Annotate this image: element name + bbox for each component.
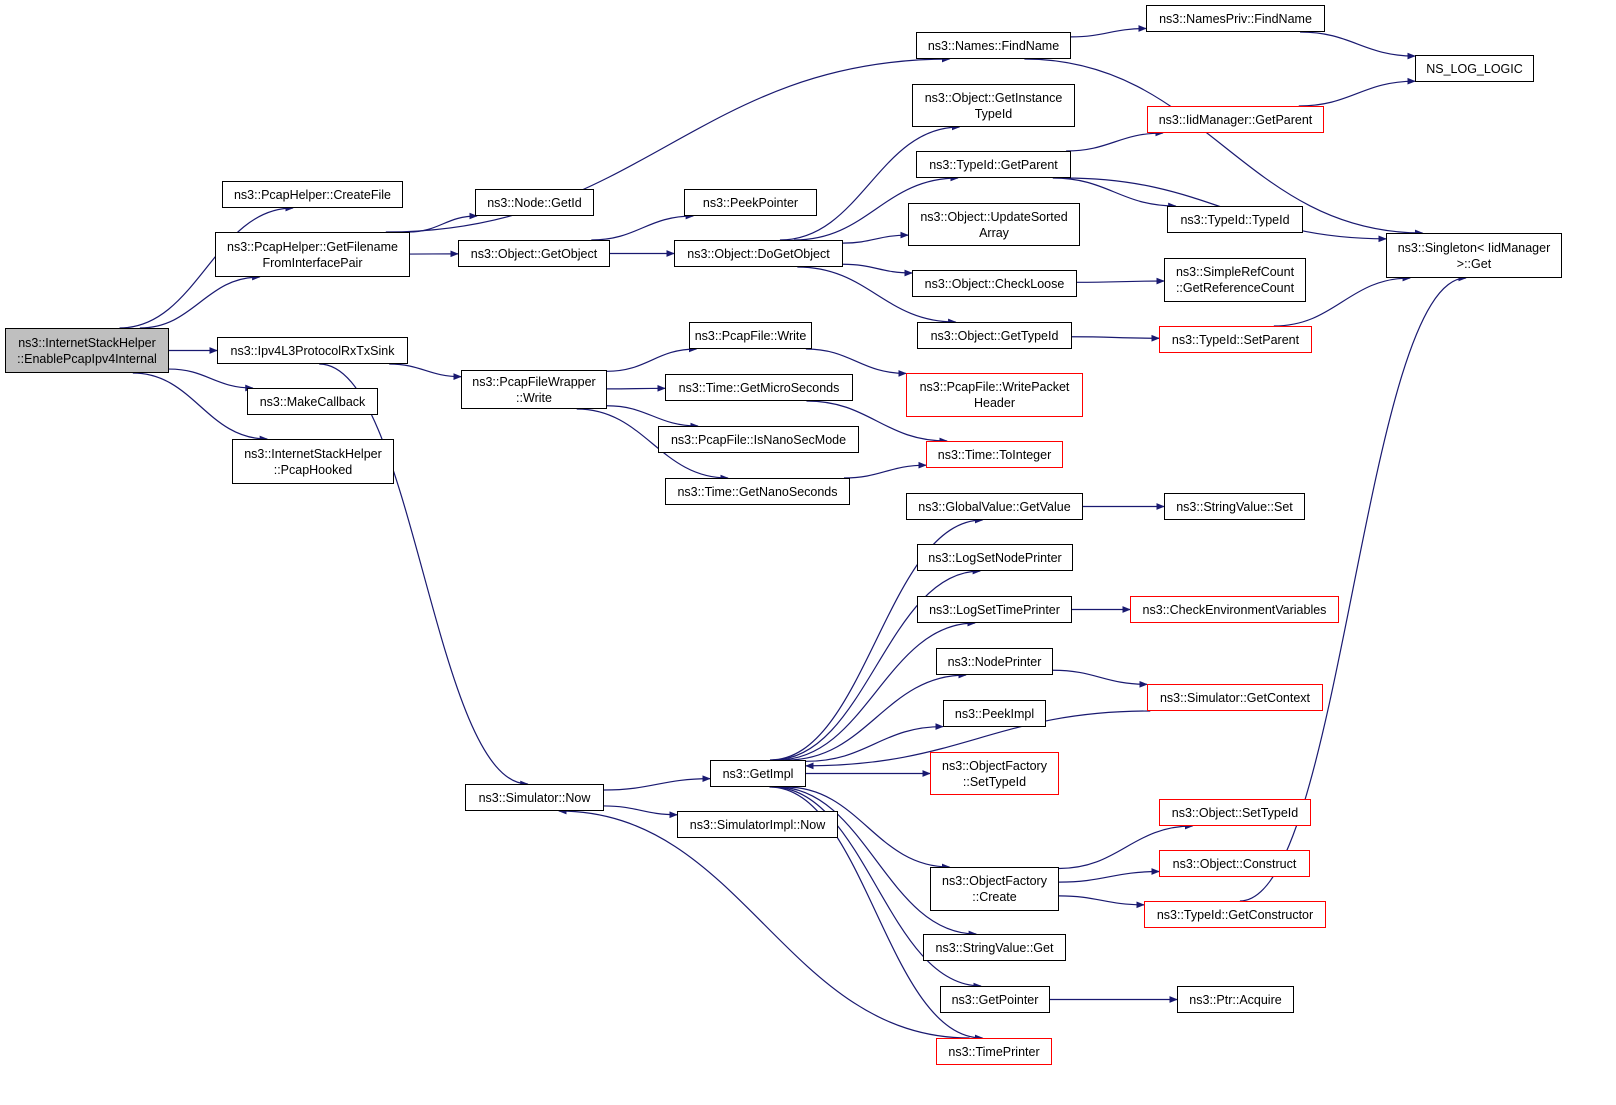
edge-simGetContext-to-getImpl — [805, 710, 1151, 770]
edge-doGetObject-to-typeIdGetParent — [794, 174, 959, 241]
node-peek-impl[interactable]: ns3::PeekImpl — [943, 700, 1046, 727]
edge-root-to-createFile — [119, 204, 294, 329]
edge-objFactoryCreate-to-objSetTypeId — [1058, 822, 1194, 870]
edge-objFactoryCreate-to-objConstruct — [1058, 868, 1160, 883]
node-update-sorted[interactable]: ns3::Object::UpdateSorted Array — [908, 203, 1080, 246]
node-get-pointer[interactable]: ns3::GetPointer — [940, 986, 1050, 1013]
node-obj-factory-create[interactable]: ns3::ObjectFactory ::Create — [930, 867, 1059, 911]
node-pcap-file-wrapper-write[interactable]: ns3::PcapFileWrapper ::Write — [461, 370, 607, 409]
node-ns-log-logic[interactable]: NS_LOG_LOGIC — [1415, 55, 1534, 82]
edge-timePrinter-to-simNow — [558, 807, 970, 1039]
edge-simNow-to-simImplNow — [603, 805, 678, 819]
node-do-get-object[interactable]: ns3::Object::DoGetObject — [674, 240, 843, 267]
edge-objGetTypeId-to-typeIdSetParent — [1071, 334, 1160, 342]
node-type-id-set-parent[interactable]: ns3::TypeId::SetParent — [1159, 326, 1312, 353]
edge-root-to-makeCallback — [168, 368, 254, 392]
edge-pcapFileWrite-to-writePacketHeader — [805, 348, 907, 377]
edge-iidGetParent-to-nsLogLogic — [1298, 77, 1416, 107]
edge-getImpl-to-timePrinter — [769, 786, 984, 1042]
edge-getFilename-to-namesFind — [385, 55, 951, 233]
edge-getImpl-to-peekImpl — [805, 723, 944, 762]
node-obj-get-object[interactable]: ns3::Object::GetObject — [458, 240, 610, 267]
node-iid-get-parent[interactable]: ns3::IidManager::GetParent — [1147, 106, 1324, 133]
node-simple-ref-count[interactable]: ns3::SimpleRefCount ::GetReferenceCount — [1164, 258, 1306, 302]
edge-namesFind-to-namesPrivFind — [1070, 25, 1147, 38]
node-type-id-get-parent[interactable]: ns3::TypeId::GetParent — [916, 151, 1071, 178]
edge-doGetObject-to-objGetTypeId — [797, 266, 957, 326]
node-get-micro-seconds[interactable]: ns3::Time::GetMicroSeconds — [665, 374, 853, 401]
edge-typeIdSetParent-to-singletonGet — [1273, 274, 1411, 327]
node-log-set-node-printer[interactable]: ns3::LogSetNodePrinter — [917, 544, 1073, 571]
node-sim-impl-now[interactable]: ns3::SimulatorImpl::Now — [677, 811, 838, 838]
edge-nodePrinter-to-simGetContext — [1052, 669, 1148, 688]
edge-pcapFileWrapperWrite-to-isNanoSecMode — [606, 405, 699, 430]
edge-getImpl-to-stringValueGet — [776, 786, 977, 938]
edge-getFilename-to-nodeGetId — [408, 212, 478, 233]
node-node-get-id[interactable]: ns3::Node::GetId — [475, 189, 594, 216]
node-obj-set-type-id[interactable]: ns3::Object::SetTypeId — [1159, 799, 1311, 826]
node-obj-factory-set-type-id[interactable]: ns3::ObjectFactory ::SetTypeId — [930, 752, 1059, 795]
edge-root-to-getFilename — [139, 273, 261, 329]
node-type-id-type-id[interactable]: ns3::TypeId::TypeId — [1167, 206, 1303, 233]
edge-checkLoose-to-simpleRefCount — [1076, 277, 1165, 285]
edge-getMicroSeconds-to-timeToInteger — [806, 400, 948, 445]
edge-ipv4sink-to-pcapFileWrapperWrite — [389, 363, 462, 381]
edge-pcapFileWrapperWrite-to-getNanoSeconds — [576, 408, 729, 482]
node-sim-now[interactable]: ns3::Simulator::Now — [465, 784, 604, 811]
edge-getNanoSeconds-to-timeToInteger — [843, 461, 927, 479]
node-type-id-get-constructor[interactable]: ns3::TypeId::GetConstructor — [1144, 901, 1326, 928]
edge-getImpl-to-nodePrinter — [786, 671, 967, 761]
node-ipv4sink[interactable]: ns3::Ipv4L3ProtocolRxTxSink — [217, 337, 408, 364]
edge-getImpl-to-objFactoryCreate — [785, 786, 951, 871]
edge-getImpl-to-getPointer — [772, 786, 982, 990]
node-get-nano-seconds[interactable]: ns3::Time::GetNanoSeconds — [665, 478, 850, 505]
node-make-callback[interactable]: ns3::MakeCallback — [247, 388, 378, 415]
node-get-impl[interactable]: ns3::GetImpl — [710, 760, 806, 787]
node-write-packet-header[interactable]: ns3::PcapFile::WritePacket Header — [906, 373, 1083, 417]
node-peek-pointer[interactable]: ns3::PeekPointer — [684, 189, 817, 216]
edge-pcapFileWrapperWrite-to-getMicroSeconds — [606, 384, 666, 392]
node-sim-get-context[interactable]: ns3::Simulator::GetContext — [1147, 684, 1323, 711]
node-log-set-time-printer[interactable]: ns3::LogSetTimePrinter — [917, 596, 1072, 623]
node-root[interactable]: ns3::InternetStackHelper ::EnablePcapIpv… — [5, 328, 169, 373]
edge-root-to-pcapHooked — [132, 372, 269, 443]
edge-namesFind-to-singletonGet — [1024, 58, 1424, 237]
edge-getImpl-to-globalValueGetValue — [769, 516, 984, 761]
node-is-nano-sec-mode[interactable]: ns3::PcapFile::IsNanoSecMode — [658, 426, 859, 453]
edge-objGetObject-to-peekPointer — [591, 212, 695, 241]
edge-pcapFileWrapperWrite-to-pcapFileWrite — [606, 345, 698, 372]
node-node-printer[interactable]: ns3::NodePrinter — [936, 648, 1053, 675]
edge-doGetObject-to-updateSorted — [842, 231, 909, 244]
edge-namesPrivFind-to-nsLogLogic — [1300, 31, 1416, 60]
edge-getImpl-to-logSetNodePrinter — [772, 567, 982, 761]
node-ptr-acquire[interactable]: ns3::Ptr::Acquire — [1177, 986, 1294, 1013]
edge-objFactoryCreate-to-typeIdGetConstructor — [1058, 895, 1145, 909]
node-get-instance-type-id[interactable]: ns3::Object::GetInstance TypeId — [912, 84, 1075, 127]
edge-simNow-to-getImpl — [603, 775, 711, 791]
node-pcap-hooked[interactable]: ns3::InternetStackHelper ::PcapHooked — [232, 439, 394, 484]
node-global-value-get-value[interactable]: ns3::GlobalValue::GetValue — [906, 493, 1083, 520]
node-time-to-integer[interactable]: ns3::Time::ToInteger — [926, 441, 1063, 468]
node-obj-construct[interactable]: ns3::Object::Construct — [1159, 850, 1310, 877]
node-time-printer[interactable]: ns3::TimePrinter — [936, 1038, 1052, 1065]
node-names-priv-find[interactable]: ns3::NamesPriv::FindName — [1146, 5, 1325, 32]
edge-typeIdGetParent-to-typeIdTypeId — [1052, 177, 1177, 210]
node-check-env-vars[interactable]: ns3::CheckEnvironmentVariables — [1130, 596, 1339, 623]
node-check-loose[interactable]: ns3::Object::CheckLoose — [912, 270, 1077, 297]
node-obj-get-type-id[interactable]: ns3::Object::GetTypeId — [917, 322, 1072, 349]
node-create-file[interactable]: ns3::PcapHelper::CreateFile — [222, 181, 403, 208]
node-get-filename[interactable]: ns3::PcapHelper::GetFilename FromInterfa… — [215, 232, 410, 277]
edge-doGetObject-to-checkLoose — [842, 263, 913, 277]
edge-ipv4sink-to-simNow — [319, 363, 529, 788]
node-singleton-get[interactable]: ns3::Singleton< IidManager >::Get — [1386, 233, 1562, 278]
edge-getImpl-to-logSetTimePrinter — [777, 619, 976, 761]
node-names-find[interactable]: ns3::Names::FindName — [916, 32, 1071, 59]
edge-typeIdGetParent-to-iidGetParent — [1066, 129, 1164, 152]
node-string-value-get[interactable]: ns3::StringValue::Get — [923, 934, 1066, 961]
node-pcap-file-write[interactable]: ns3::PcapFile::Write — [689, 322, 812, 349]
node-string-value-set[interactable]: ns3::StringValue::Set — [1164, 493, 1305, 520]
edge-doGetObject-to-getInstanceTypeId — [779, 123, 961, 241]
